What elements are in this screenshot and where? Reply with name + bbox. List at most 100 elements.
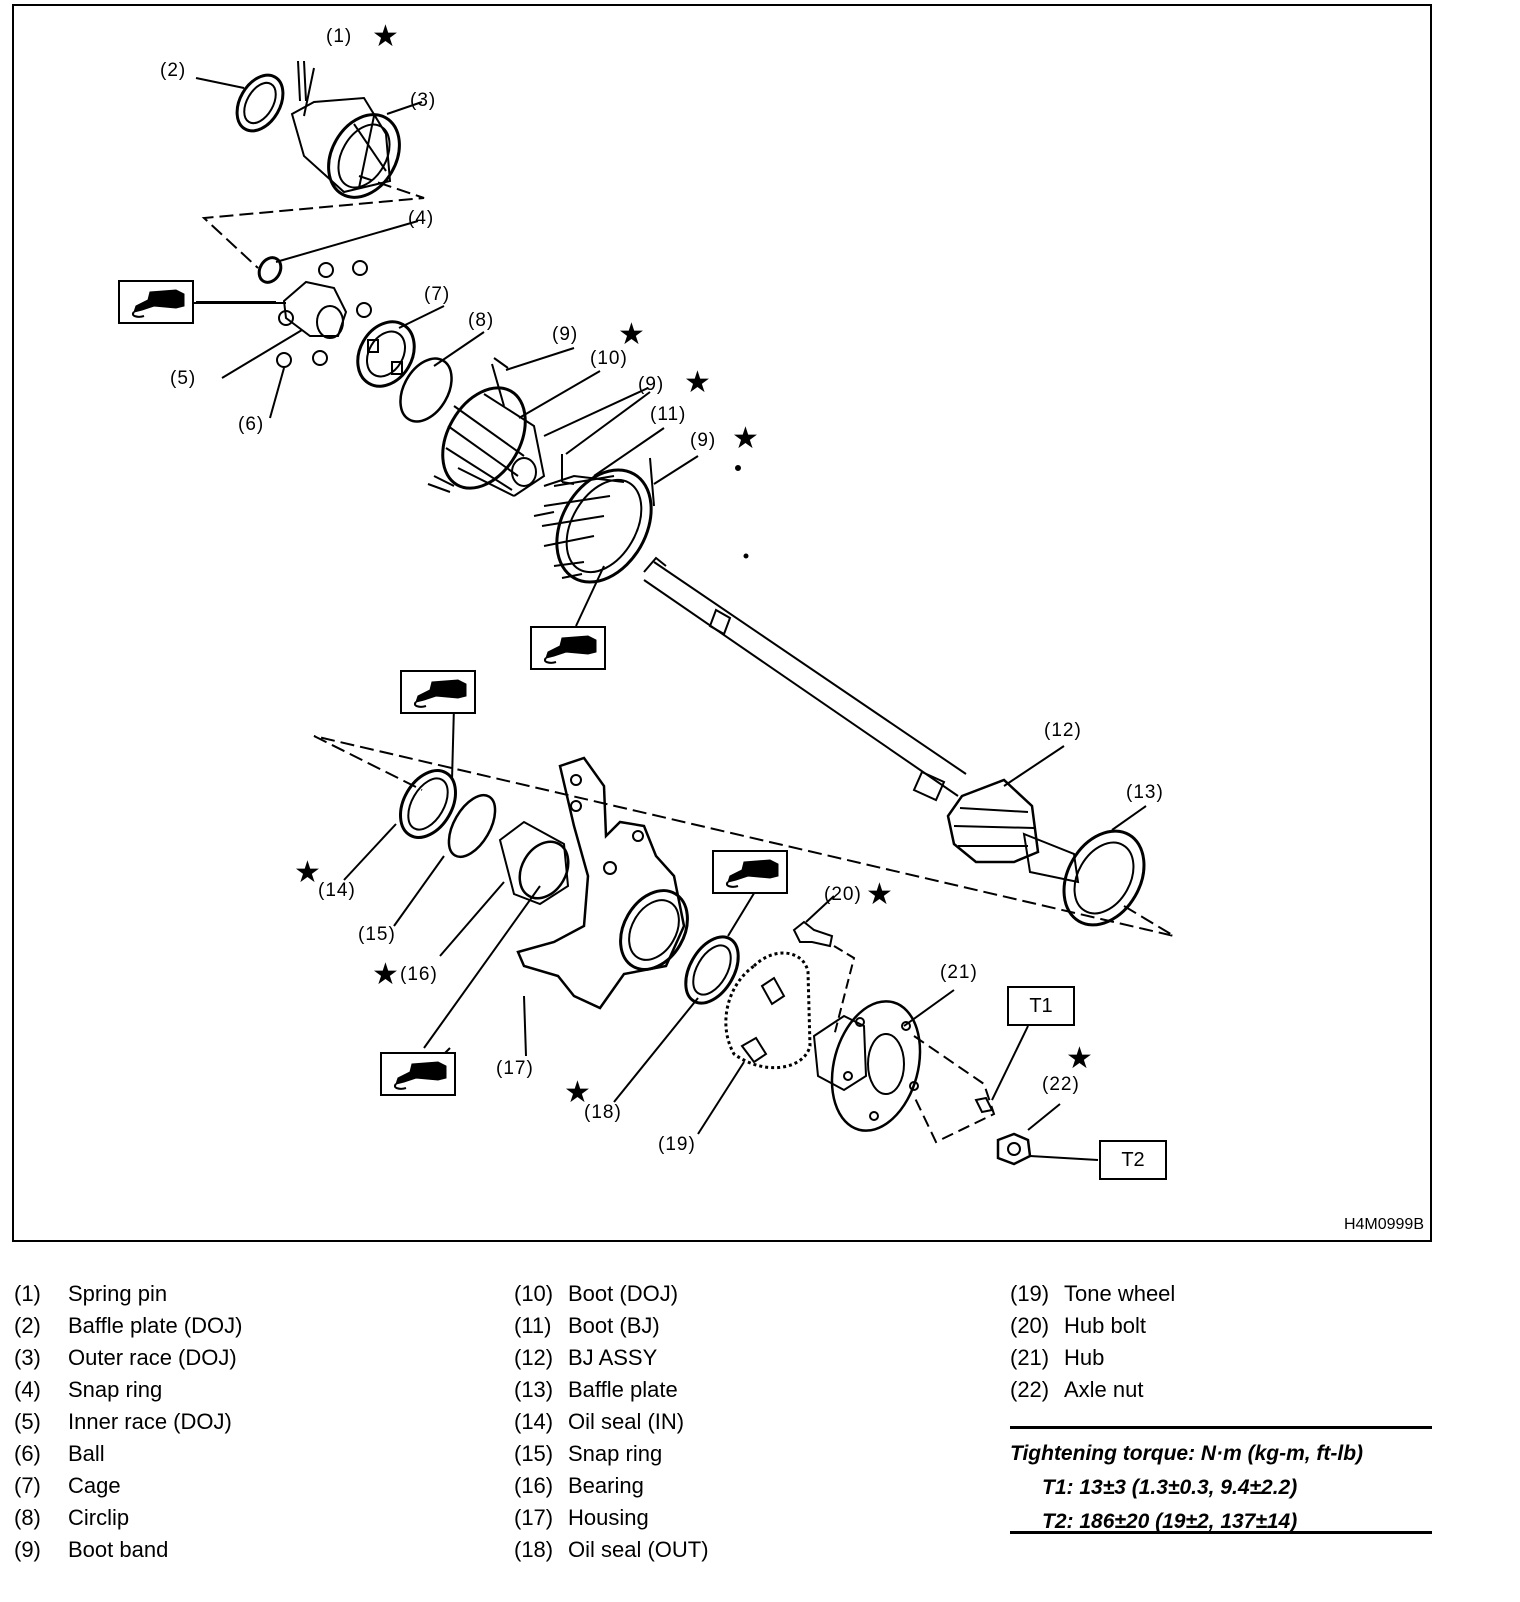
legend-name: Housing [568, 1505, 649, 1530]
callout-boot-bj: (11) [650, 404, 687, 425]
star-icon: ★ [1066, 1042, 1093, 1075]
legend-number: (8) [14, 1505, 41, 1530]
legend-name: Boot band [68, 1537, 169, 1562]
callout-hub: (21) [940, 962, 978, 983]
callout-boot-band-1: (9) [552, 324, 579, 345]
torque-box-t1: T1 [1007, 986, 1075, 1026]
bearing-part [423, 820, 570, 1049]
legend-number: (18) [514, 1537, 554, 1562]
callout-snap-ring: (4) [408, 208, 435, 229]
grease-icon [530, 626, 606, 670]
callout-cage: (7) [424, 284, 451, 305]
bj-assy-part [946, 745, 1080, 884]
legend-name: Boot (DOJ) [568, 1281, 679, 1306]
boot-doj-part [427, 347, 601, 497]
legend-number: (15) [514, 1441, 554, 1466]
legend-number: (4) [14, 1377, 41, 1402]
callout-housing: (17) [496, 1058, 534, 1079]
callout-baffle-plate-doj: (2) [160, 60, 187, 81]
spring-pin-part [297, 60, 315, 117]
legend-name: Oil seal (IN) [568, 1409, 685, 1434]
legend-number: (21) [1010, 1345, 1050, 1370]
exploded-view-drawing [194, 60, 1175, 1166]
legend-name: Bearing [568, 1473, 644, 1498]
outer-race-doj-part [201, 96, 425, 269]
snap-ring-part [257, 220, 419, 284]
legend-name: Cage [68, 1473, 121, 1498]
oil-seal-in-part [313, 735, 457, 881]
legend-item: (22) Axle nut [1010, 1374, 1175, 1406]
legend-number: (1) [14, 1281, 41, 1306]
housing-part [516, 756, 689, 1057]
legend-item: (15)Snap ring [514, 1438, 709, 1470]
legend-item: (14) Oil seal (IN) [514, 1406, 709, 1438]
speck-1 [735, 465, 741, 471]
torque-t1-spec: T1: 13±3 (1.3±0.3, 9.4±2.2) [1042, 1476, 1298, 1499]
callout-boot-band-2: (9) [638, 374, 665, 395]
legend-item: (12) BJ ASSY [514, 1342, 709, 1374]
legend-item: (8) Circlip [14, 1502, 242, 1534]
legend-number: (12) [514, 1345, 554, 1370]
legend-number: (14) [514, 1409, 554, 1434]
speck-2 [743, 553, 749, 559]
legend-number: (6) [14, 1441, 41, 1466]
circlip-part [399, 331, 485, 423]
legend-number: (20) [1010, 1313, 1050, 1338]
legend-item: (10)Boot (DOJ) [514, 1278, 709, 1310]
legend-name: Baffle plate [568, 1377, 678, 1402]
legend-column-1: (1) Spring pin (2)Baffle plate (DOJ) (3)O… [14, 1278, 242, 1566]
legend-item: (13) Baffle plate [514, 1374, 709, 1406]
legend-number: (22) [1010, 1377, 1050, 1402]
legend-name: Ball [68, 1441, 105, 1466]
legend-number: (9) [14, 1537, 41, 1562]
cage-part [356, 305, 445, 388]
small-bolt-part [974, 1025, 1029, 1114]
star-icon: ★ [372, 958, 399, 991]
snap-ring-2-part [393, 793, 497, 927]
boot-bj-part [541, 427, 665, 584]
callout-boot-doj: (10) [590, 348, 628, 369]
legend-name: Hub [1064, 1345, 1105, 1370]
legend-item: (5)Inner race (DOJ) [14, 1406, 242, 1438]
legend-name: Inner race (DOJ) [68, 1409, 232, 1434]
legend-item: (11) Boot (BJ) [514, 1310, 709, 1342]
legend-item: (2)Baffle plate (DOJ) [14, 1310, 242, 1342]
star-icon: ★ [564, 1076, 591, 1109]
grease-icon [380, 1052, 456, 1096]
star-icon: ★ [372, 20, 399, 53]
legend-item: (3)Outer race (DOJ) [14, 1342, 242, 1374]
callout-oil-seal-in: (14) [318, 880, 356, 901]
callout-boot-band-3: (9) [690, 430, 717, 451]
legend-number: (11) [514, 1313, 552, 1338]
legend-item: (20)Hub bolt [1010, 1310, 1175, 1342]
torque-t2-spec: T2: 186±20 (19±2, 137±14) [1042, 1510, 1298, 1533]
legend-number: (13) [514, 1377, 554, 1402]
star-icon: ★ [684, 366, 711, 399]
baffle-plate-part [313, 735, 1175, 937]
legend-name: Tone wheel [1064, 1281, 1176, 1306]
legend-item: (7) Cage [14, 1470, 242, 1502]
legend-column-2: (10)Boot (DOJ) (11) Boot (BJ) (12) BJ ASSY… [514, 1278, 709, 1566]
callout-snap-ring-2: (15) [358, 924, 396, 945]
torque-box-t2: T2 [1099, 1140, 1167, 1180]
legend-name: Spring pin [68, 1281, 168, 1306]
axle-shaft-part [643, 556, 967, 802]
callout-ball: (6) [238, 414, 265, 435]
diagram-frame: (1) ★ (2) (3) (4) (5) (6) (7) (8) (9) ★ … [12, 4, 1432, 1242]
grease-icon [712, 850, 788, 894]
legend-number: (16) [514, 1473, 554, 1498]
legend-name: Baffle plate (DOJ) [68, 1313, 243, 1338]
legend-name: Axle nut [1064, 1377, 1144, 1402]
legend-name: Circlip [68, 1505, 130, 1530]
callout-bearing: (16) [400, 964, 438, 985]
legend-number: (7) [14, 1473, 41, 1498]
callout-oil-seal-out: (18) [584, 1102, 622, 1123]
legend-item: (4)Snap ring [14, 1374, 242, 1406]
torque-heading: Tightening torque: N·m (kg-m, ft-lb) [1010, 1442, 1364, 1465]
legend-name: BJ ASSY [568, 1345, 658, 1370]
legend-item: (21) Hub [1010, 1342, 1175, 1374]
callout-spring-pin: (1) [326, 26, 353, 47]
baffle-plate-doj-part [195, 73, 285, 133]
legend-name: Boot (BJ) [568, 1313, 660, 1338]
callout-tone-wheel: (19) [658, 1134, 696, 1155]
